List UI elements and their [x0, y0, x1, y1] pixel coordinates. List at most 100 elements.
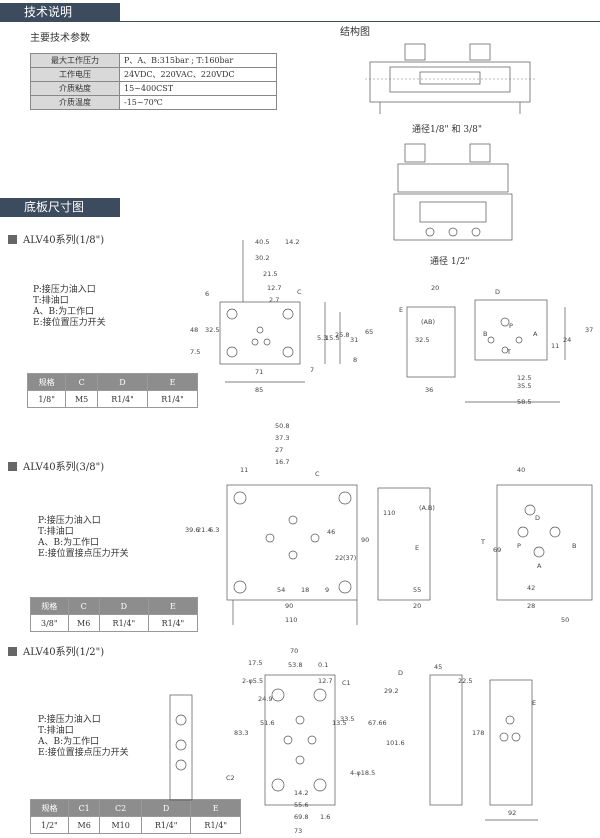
dimension-label: 40 [517, 466, 525, 474]
dimension-label: 31 [350, 336, 358, 344]
dimension-label: (AB) [421, 318, 435, 326]
dimension-label: 20 [413, 602, 421, 610]
dimension-label: 20 [431, 284, 439, 292]
dimension-label: 12.5 [517, 374, 531, 382]
dimension-label: 36 [425, 386, 433, 394]
dimension-label: 30.2 [255, 254, 269, 262]
dimension-label: 39.6 [185, 526, 199, 534]
dimension-label: 53.8 [288, 661, 302, 669]
table-cell: C [65, 373, 99, 391]
dimension-label: 55.6 [294, 801, 308, 809]
dimension-label: 69.8 [294, 813, 308, 821]
dimension-label: 37.3 [275, 434, 289, 442]
dimension-label: 50 [561, 616, 569, 624]
dimension-label: 22.5 [458, 677, 472, 685]
subsection-title-text: ALV40系列(1/2") [23, 647, 105, 658]
legend: P:接压力油入口 T:排油口 A、B:为工作口 E:接位置压力开关 [33, 285, 106, 329]
dimension-label: 69 [493, 546, 501, 554]
dimension-label: 40.5 [255, 238, 269, 246]
table-cell: 1/2" [30, 816, 69, 834]
bullet-icon [8, 235, 17, 244]
dimension-label: 11 [551, 342, 559, 350]
legend-item: A、B:为工作口 [38, 538, 100, 548]
dimension-label: 7.5 [190, 348, 200, 356]
dimension-label: 101.6 [386, 739, 405, 747]
dimension-label: 37 [585, 326, 593, 334]
legend-item: P:接压力油入口 [33, 285, 96, 295]
legend-item: E:接位置接点压力开关 [38, 549, 129, 559]
table-cell: R1/4" [98, 614, 149, 632]
dimension-label: 73 [294, 827, 302, 835]
legend-item: T:排油口 [33, 296, 69, 306]
dimension-label: E [399, 306, 403, 314]
table-cell: C2 [99, 799, 142, 817]
table-cell: 15~400CST [119, 81, 277, 96]
legend-item: A、B:为工作口 [33, 307, 95, 317]
dimension-label: 1.6 [320, 813, 330, 821]
params-title: 主要技术参数 [30, 33, 90, 44]
dimension-label: 27 [275, 446, 283, 454]
dimension-label: 32.5 [205, 326, 219, 334]
dimension-label: 25.8 [335, 331, 349, 339]
valve-structure-drawing [393, 143, 513, 241]
structure-caption-1: 通径1/8" 和 3/8" [412, 125, 482, 135]
dimension-label: P [517, 542, 521, 550]
dimension-label: 35.5 [517, 382, 531, 390]
dimension-label: 50.8 [275, 422, 289, 430]
dimension-label: B [572, 542, 576, 550]
table-cell: 最大工作压力 [30, 53, 120, 68]
dimension-label: 14.2 [294, 789, 308, 797]
dimension-label: T [480, 538, 485, 546]
structure-caption-2: 通径 1/2" [430, 257, 470, 267]
dimension-label: 12.7 [267, 284, 281, 292]
legend-item: E:接位置压力开关 [33, 318, 106, 328]
dimension-label: 110 [383, 509, 395, 517]
subsection-title: ALV40系列(1/8") [8, 231, 104, 246]
legend: P:接压力油入口 T:排油口 A、B:为工作口 E:接位置接点压力开关 [38, 715, 129, 759]
table-cell: 工作电压 [30, 67, 120, 82]
legend: P:接压力油入口 T:排油口 A、B:为工作口 E:接位置接点压力开关 [38, 516, 129, 560]
subsection-title-text: ALV40系列(1/8") [23, 235, 105, 246]
dimension-label: 18 [301, 586, 309, 594]
dimension-label: 29.2 [384, 687, 398, 695]
table-cell: R1/4" [190, 816, 241, 834]
dimension-label: 0.1 [318, 661, 328, 669]
dimension-label: C1 [342, 679, 351, 687]
dimension-label: 6 [205, 290, 209, 298]
table-cell: E [147, 597, 199, 615]
dimension-label: 16.7 [275, 458, 289, 466]
dimension-label: P [509, 322, 513, 330]
dimension-label: 2.7 [269, 296, 279, 304]
table-cell: 介质粘度 [30, 81, 120, 96]
dimension-label: 7 [310, 366, 314, 374]
dimension-label: 55 [413, 586, 421, 594]
dimension-label: D [398, 669, 403, 677]
table-cell: R1/4" [147, 614, 199, 632]
dimension-label: 6.3 [209, 526, 219, 534]
dimension-label: 54 [277, 586, 285, 594]
table-cell: 规格 [26, 373, 67, 391]
dimension-label: 22 [335, 554, 343, 562]
dimension-label: 5.3 [317, 334, 327, 342]
dimension-label: B [483, 330, 487, 338]
dimension-label: 67.66 [368, 719, 387, 727]
dimension-label: 11 [240, 466, 248, 474]
table-cell: 3/8" [30, 614, 69, 632]
table-cell: P、A、B:315bar ; T:160bar [119, 53, 277, 68]
table-cell: M6 [67, 816, 101, 834]
section-header-tech: 技术说明 [0, 3, 120, 21]
dimension-label: C2 [226, 774, 235, 782]
dimension-label: D [495, 288, 500, 296]
dimension-label: 65 [365, 328, 373, 336]
subsection-title: ALV40系列(1/2") [8, 643, 104, 658]
table-cell: -15~70℃ [119, 95, 277, 110]
dimension-label: 9 [325, 586, 329, 594]
dimension-label: A [537, 562, 542, 570]
